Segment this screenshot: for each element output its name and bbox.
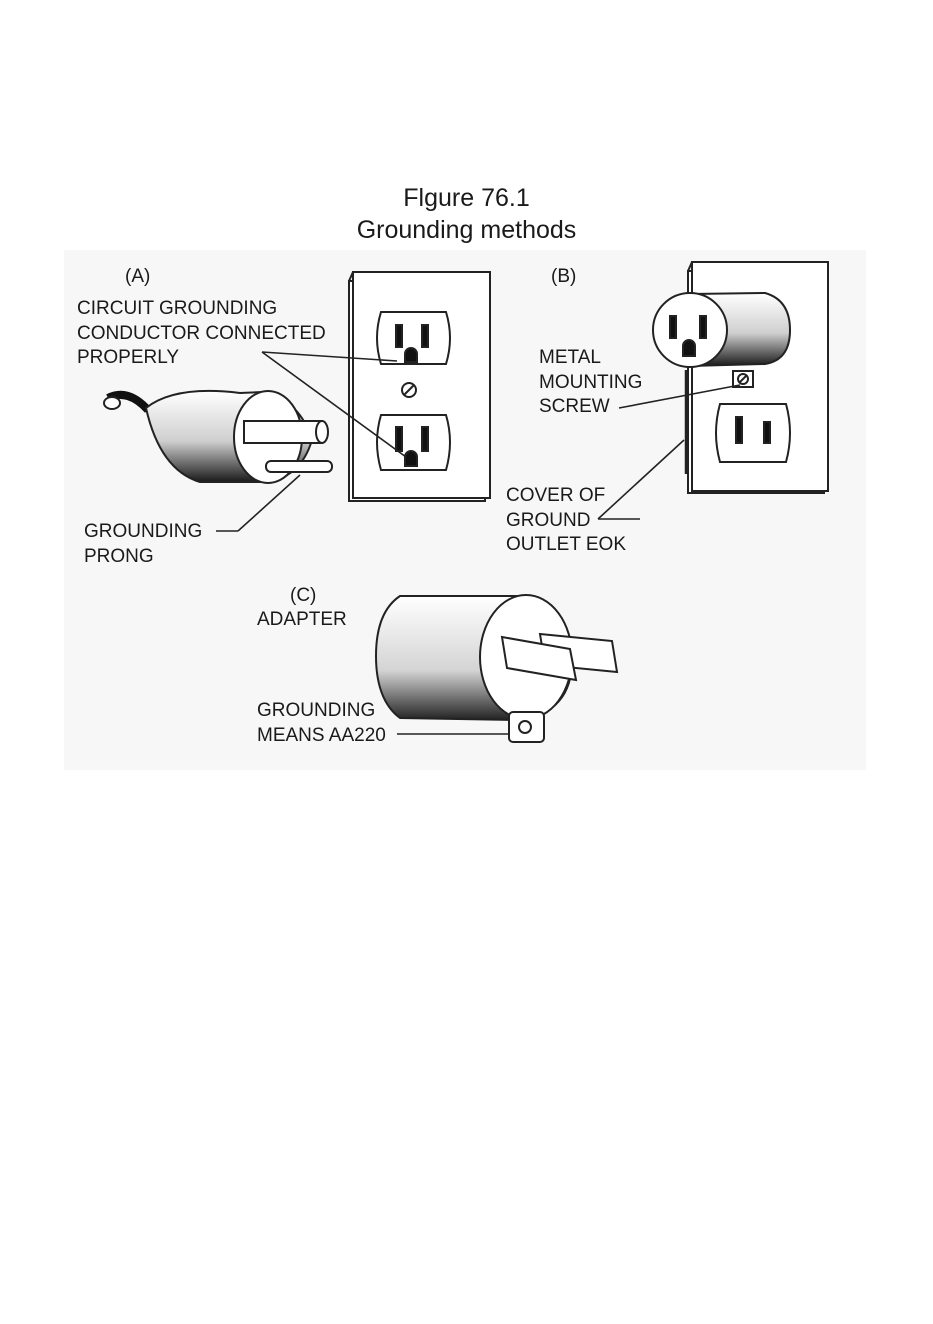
figure-number: Flgure 76.1	[0, 182, 933, 214]
label-line: COVER OF	[506, 484, 626, 509]
grounding-means-label: GROUNDING MEANS AA220	[257, 699, 386, 748]
label-line: GROUND	[506, 509, 626, 534]
adapter-label: ADAPTER	[257, 608, 347, 633]
panel-a-tag: (A)	[125, 265, 150, 290]
label-line: CIRCUIT GROUNDING	[77, 297, 326, 322]
duplex-receptacle-a	[349, 272, 490, 501]
label-line: PROPERLY	[77, 346, 326, 371]
figure-caption: Grounding methods	[0, 214, 933, 246]
cover-of-ground-outlet-label: COVER OF GROUND OUTLET EOK	[506, 484, 626, 558]
circuit-grounding-conductor-label: CIRCUIT GROUNDING CONDUCTOR CONNECTED PR…	[77, 297, 326, 371]
label-line: GROUNDING	[84, 520, 202, 545]
label-line: METAL	[539, 346, 642, 371]
figure-title-block: Flgure 76.1 Grounding methods	[0, 182, 933, 246]
label-line: PRONG	[84, 545, 202, 570]
panel-c-tag: (C)	[290, 584, 316, 609]
label-line: MEANS AA220	[257, 724, 386, 749]
label-line: SCREW	[539, 395, 642, 420]
label-line: CONDUCTOR CONNECTED	[77, 322, 326, 347]
label-line: GROUNDING	[257, 699, 386, 724]
label-line: MOUNTING	[539, 371, 642, 396]
label-line: OUTLET EOK	[506, 533, 626, 558]
grounding-prong-label: GROUNDING PRONG	[84, 520, 202, 569]
metal-mounting-screw-label: METAL MOUNTING SCREW	[539, 346, 642, 420]
panel-b-tag: (B)	[551, 265, 576, 290]
